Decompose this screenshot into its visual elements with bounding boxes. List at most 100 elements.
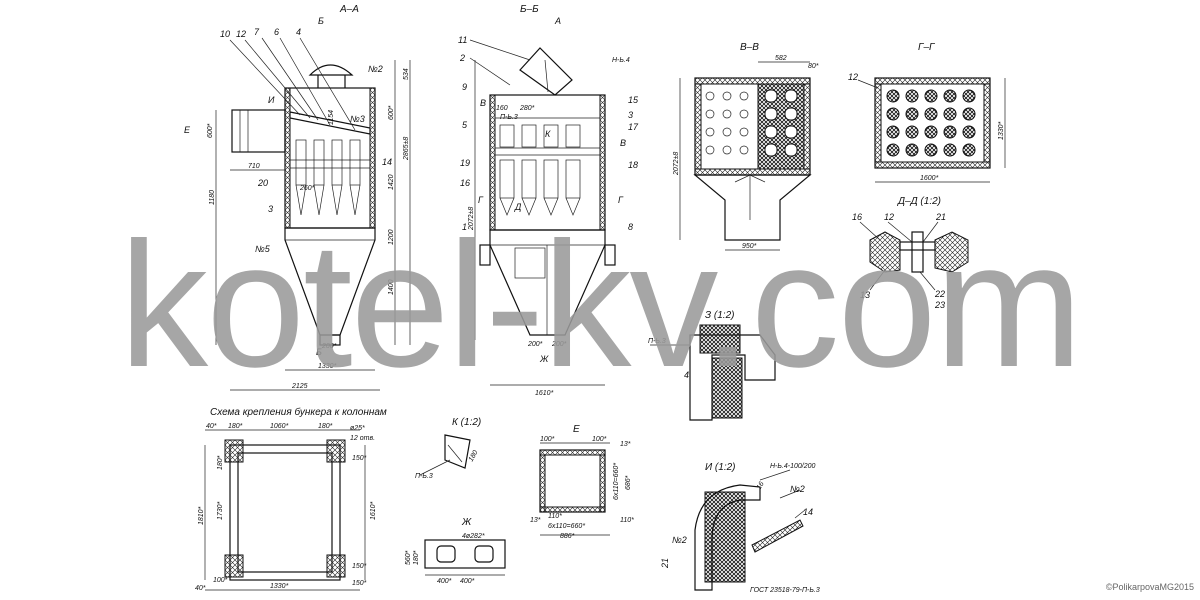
view-z: З (1:2) П-Ь.3 4 <box>648 310 776 421</box>
i-n2b: №2 <box>672 535 687 545</box>
vv-hole-grid-left <box>705 91 749 155</box>
aa-pos-14: 14 <box>382 157 392 167</box>
scheme-dim-1330: 1330* <box>270 583 289 590</box>
aa-n5: №5 <box>255 244 271 254</box>
dd-pos-16: 16 <box>852 212 862 222</box>
aa-pos-4: 4 <box>296 27 301 37</box>
aa-dim-2125: 2125 <box>291 383 308 390</box>
aa-dim-600b: 600* <box>388 105 395 120</box>
aa-dim-1330: 1330* <box>318 363 337 370</box>
zh-dim-560: 560* <box>405 550 412 565</box>
bb-dim-280: 280* <box>519 105 535 112</box>
aa-node-i: И <box>268 95 275 105</box>
view-gg: Г–Г 12 1600* 1330* <box>848 42 1006 183</box>
vv-dim-950: 950* <box>742 243 757 250</box>
aa-section-b-bot: Б <box>316 347 322 357</box>
view-zh-title: Ж <box>461 517 472 528</box>
view-vv: В–В 582 80* 950* 2072±8 <box>673 42 819 251</box>
view-aa-title: А–А <box>339 4 359 15</box>
scheme-dim-150b: 150* <box>352 563 367 570</box>
e-dim-686: 686* <box>625 475 632 490</box>
e-dim-6x2: 6x110=660* <box>613 463 620 500</box>
aa-pos-20: 20 <box>257 178 268 188</box>
bb-pos-2: 2 <box>459 53 465 63</box>
e-dim-13b: 13* <box>530 517 541 524</box>
scheme-dim-150a: 150* <box>352 455 367 462</box>
gg-pos-12: 12 <box>848 72 858 82</box>
e-dim-6x: 6x110=660* <box>548 523 585 530</box>
bb-pos-11: 11 <box>458 35 467 45</box>
e-dim-886: 886* <box>560 533 575 540</box>
zh-dim-400a: 400* <box>437 578 452 585</box>
bb-view-zh: Ж <box>539 354 549 364</box>
i-pos-21: 21 <box>660 558 670 569</box>
bb-pos-3: 3 <box>628 110 633 120</box>
view-aa: А–А 10 12 <box>184 4 411 391</box>
bb-pos-15: 15 <box>628 95 639 105</box>
bb-pos-19: 19 <box>460 158 470 168</box>
bb-dim-2072: 2072±8 <box>468 207 475 231</box>
gg-cyclone-grid <box>886 89 976 157</box>
bb-dim-200a: 200* <box>527 341 543 348</box>
bb-pos-8: 8 <box>628 222 633 232</box>
scheme-dim-180c: 180* <box>217 455 224 470</box>
aa-dim-534: 534 <box>403 68 410 80</box>
bb-section-v2: В <box>620 138 626 148</box>
e-dim-100a: 100* <box>540 436 555 443</box>
gg-dim-1600: 1600* <box>920 175 939 182</box>
i-dim: 16 <box>756 481 766 491</box>
scheme-dim-180b: 180* <box>318 423 333 430</box>
aa-dim-2865: 2865±8 <box>403 137 410 161</box>
aa-pos-6: 6 <box>274 27 279 37</box>
scheme-dim-1730: 1730* <box>217 501 224 520</box>
i-pos-14: 14 <box>803 507 813 517</box>
dd-pos-23: 23 <box>934 300 945 310</box>
bb-dim-160: 160 <box>496 105 508 112</box>
bb-dim-200b: 200* <box>551 341 567 348</box>
aa-dim-710: 710 <box>248 163 260 170</box>
e-dim-110a: 110* <box>548 513 562 520</box>
e-dim-110b: 110* <box>620 517 634 524</box>
aa-pos-10: 10 <box>220 29 230 39</box>
aa-dim-1400: 1400 <box>388 279 395 295</box>
i-gost-note: ГОСТ 23518-79-П-Ь.3 <box>750 587 820 594</box>
view-k-title: К (1:2) <box>452 417 481 428</box>
view-z-title: З (1:2) <box>705 310 734 321</box>
bb-pos-16: 16 <box>460 178 470 188</box>
scheme-title: Схема крепления бункера к колоннам <box>210 406 387 418</box>
bb-section-g1: Г <box>478 195 484 205</box>
view-e: Е 100* 100* 13* 13* 110* 110* 886* 6x110… <box>530 424 634 540</box>
scheme-dim-40b: 40* <box>195 585 206 592</box>
aa-dim-1154: 1154 <box>328 110 335 125</box>
bb-pos-17: 17 <box>628 122 639 132</box>
z-num-4: 4 <box>684 370 689 380</box>
bb-lead-note: Н-Ь.4 <box>612 57 630 64</box>
i-lead-note: Н-Ь.4-100/200 <box>770 463 816 470</box>
view-bb: Б–Б А 11 2 9 5 19 16 1 <box>458 4 639 397</box>
aa-dim-1180: 1180 <box>209 190 216 205</box>
view-bb-title: Б–Б <box>520 4 539 15</box>
zh-dim-282: 4ø282* <box>462 533 485 540</box>
dd-pos-12: 12 <box>884 212 894 222</box>
i-n2: №2 <box>790 484 805 494</box>
bb-section-v1: В <box>480 98 486 108</box>
zh-dim-180: 180* <box>413 550 420 565</box>
view-vv-title: В–В <box>740 42 759 53</box>
view-dd-title: Д–Д (1:2) <box>897 196 941 207</box>
bb-pn-note: П-Ь.3 <box>500 114 518 121</box>
view-gg-title: Г–Г <box>918 42 936 53</box>
view-zh: Ж 4ø282* 180* 400* 400* 560* <box>405 517 506 585</box>
dd-pos-22: 22 <box>934 289 945 299</box>
scheme: Схема крепления бункера к колоннам 40* 1… <box>195 406 387 592</box>
bb-pos-1: 1 <box>462 222 467 232</box>
bb-pos-9: 9 <box>462 82 467 92</box>
scheme-dim-1060: 1060* <box>270 423 289 430</box>
scheme-dim-100: 100* <box>213 577 228 584</box>
bb-view-d: Д <box>514 202 522 212</box>
aa-dim-260: 260* <box>299 185 315 192</box>
bb-pos-5: 5 <box>462 120 468 130</box>
e-dim-13a: 13* <box>620 441 631 448</box>
scheme-dim-1610: 1610* <box>370 501 377 520</box>
vv-hole-grid-right <box>764 89 798 157</box>
scheme-dim-180a: 180* <box>228 423 243 430</box>
